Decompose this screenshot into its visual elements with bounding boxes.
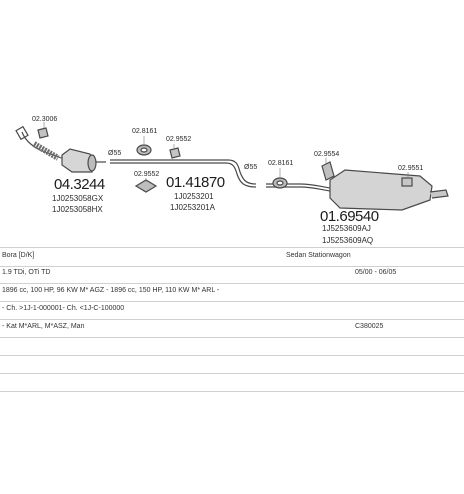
engine-specs: 1896 cc, 100 HP, 96 KW M* AGZ - 1896 cc,… <box>2 287 220 294</box>
clamp2 <box>169 147 181 159</box>
hanger1-hole <box>140 147 148 153</box>
mount1-code: 02.9552 <box>134 171 160 178</box>
pipe-diameter-label-1: Ø55 <box>108 150 122 157</box>
clamp-front <box>37 127 49 139</box>
vehicle-model: Bora [D/K] <box>2 252 35 259</box>
rear-muffler-part-number-1: 1J5253609AJ <box>322 224 371 233</box>
tailpipe <box>429 189 449 199</box>
exhaust-diagram <box>15 122 449 211</box>
info-row: - Ch. >1J-1-000001- Ch. <1J-C-100000 <box>0 301 464 320</box>
middle-pipe-code: 01.41870 <box>166 174 225 191</box>
info-row: Bora [D/K] Sedan Stationwagon <box>0 247 464 267</box>
mount1 <box>134 179 158 193</box>
catalytic-converter-code: 04.3244 <box>54 176 105 193</box>
rear-muffler-part-number-2: 1J5253609AQ <box>322 236 374 245</box>
chassis-range: - Ch. >1J-1-000001- Ch. <1J-C-100000 <box>2 305 125 312</box>
hanger1-code: 02.8161 <box>132 128 158 135</box>
flex-section <box>32 141 60 161</box>
rear-muffler <box>329 169 433 211</box>
engine-type: 1.9 TDi, OTi TD <box>2 269 51 276</box>
catalytic-converter-part-number-2: 1J0253058HX <box>52 205 103 214</box>
info-row: 1.9 TDi, OTi TD 05/00 - 06/05 <box>0 265 464 284</box>
clamp3-code: 02.9551 <box>398 165 424 172</box>
middle-pipe <box>110 159 257 185</box>
bracket-code: 02.9554 <box>314 151 340 158</box>
body-type: Sedan Stationwagon <box>286 252 351 259</box>
vehicle-info-table: Bora [D/K] Sedan Stationwagon 1.9 TDi, O… <box>0 247 464 494</box>
clamp-front-code: 02.3006 <box>32 116 58 123</box>
rear-inlet-pipe <box>266 183 331 189</box>
catalog-number: C380025 <box>355 323 384 330</box>
hanger2-hole <box>276 180 284 186</box>
middle-pipe-part-number-2: 1J0253201A <box>170 203 215 212</box>
pipe-diameter-label-2: Ø55 <box>244 164 258 171</box>
cat-end <box>87 154 97 172</box>
front-downpipe <box>21 131 65 160</box>
middle-pipe-inner <box>110 162 257 188</box>
flange-front <box>15 125 29 141</box>
rear-inlet-pipe-inner <box>266 186 331 192</box>
rear-muffler-code: 01.69540 <box>320 208 379 225</box>
catalytic-converter-part-number-1: 1J0253058GX <box>52 194 104 203</box>
clamp2-code: 02.9552 <box>166 136 192 143</box>
production-dates: 05/00 - 06/05 <box>355 269 397 276</box>
info-row <box>0 337 464 356</box>
engine-codes: - Kat M*ARL, M*ASZ, Man <box>2 323 85 330</box>
info-row: - Kat M*ARL, M*ASZ, Man C380025 <box>0 319 464 338</box>
info-row <box>0 373 464 392</box>
hanger2-code: 02.8161 <box>268 160 294 167</box>
middle-pipe-part-number-1: 1J0253201 <box>174 192 214 201</box>
bracket <box>321 161 335 181</box>
info-row <box>0 355 464 374</box>
clamp3 <box>401 177 413 187</box>
info-row: 1896 cc, 100 HP, 96 KW M* AGZ - 1896 cc,… <box>0 283 464 302</box>
